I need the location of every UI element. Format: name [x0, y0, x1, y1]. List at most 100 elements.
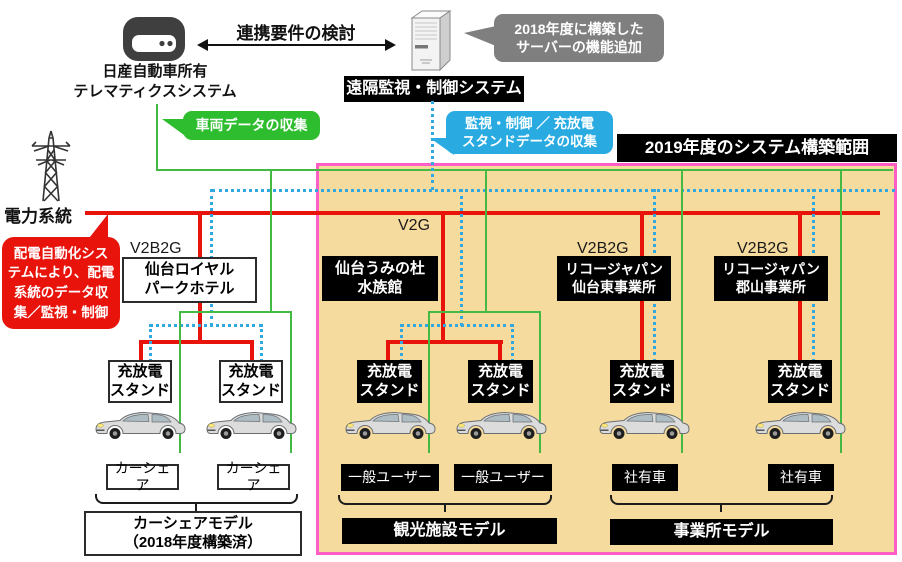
- charge-stand-1: 充放電スタンド: [108, 360, 172, 403]
- monitoring-bubble: 監視・制御 ／ 充放電 スタンドデータの収集: [446, 111, 613, 154]
- charge-stand-2: 充放電スタンド: [219, 360, 283, 403]
- facility-office1-box: リコージャパン 仙台東事業所: [557, 256, 671, 301]
- user-label-carshare-1: カーシェア: [106, 460, 179, 493]
- model-box-carshare: カーシェアモデル （2018年度構築済）: [84, 511, 302, 556]
- facility-hotel-box: 仙台ロイヤル パークホテル: [122, 257, 257, 303]
- vehicle-data-line-aquarium-drop: [485, 169, 487, 313]
- vehicle-data-line-car5-drop: [681, 169, 683, 453]
- bracket-tourism-tick: [444, 504, 446, 512]
- charge-stand-4: 充放電スタンド: [468, 360, 533, 403]
- user-label-carshare-2: カーシェア: [217, 460, 290, 493]
- tech-label-hotel: V2B2G: [130, 240, 182, 257]
- link-arrow-line: [203, 44, 387, 46]
- scope-2019-text: 2019年度のシステム構築範囲: [644, 138, 870, 158]
- server-tower-icon: [406, 8, 456, 74]
- arrow-right-icon: [385, 39, 396, 51]
- facility-office2-line1: リコージャパン: [722, 261, 820, 277]
- car-icon-4: [453, 410, 548, 467]
- stand6-line1: 充放電: [777, 362, 823, 380]
- car-icon-5: [596, 410, 691, 467]
- carshare2-text: カーシェア: [225, 459, 282, 494]
- distribution-note-line4: 集／監視・制御: [13, 304, 109, 320]
- vehicle-data-line-hotel-split: [179, 311, 292, 313]
- monitoring-line-stand3-drop: [400, 324, 403, 362]
- facility-office1-line1: リコージャパン: [565, 261, 663, 277]
- server-note-line1: 2018年度に構築した: [514, 20, 644, 37]
- vehicle-data-line-car6-drop: [840, 169, 842, 453]
- scope-2019-label: 2019年度のシステム構築範囲: [617, 134, 897, 162]
- distribution-note-line1: 配電自動化シス: [13, 245, 109, 261]
- tech-label-office1: V2B2G: [577, 240, 629, 257]
- power-line-stand4-drop: [498, 342, 502, 362]
- stand5-line2: スタンド: [611, 381, 672, 399]
- model-carshare-line2: （2018年度構築済）: [123, 533, 263, 551]
- monitoring-line-main: [212, 189, 895, 192]
- power-line-hotel-split: [139, 340, 254, 344]
- transmission-tower-icon: [24, 130, 78, 202]
- stand6-line2: スタンド: [769, 381, 830, 399]
- arrow-left-icon: [197, 39, 208, 51]
- remote-system-text: 遠隔監視・制御システム: [346, 80, 522, 97]
- facility-hotel-line2: パークホテル: [144, 280, 235, 297]
- stand1-line2: スタンド: [110, 381, 171, 399]
- distribution-note-line2: テムにより、配電: [7, 265, 115, 281]
- user-label-general-1: 一般ユーザー: [341, 464, 439, 491]
- model-carshare-line1: カーシェアモデル: [133, 514, 253, 532]
- model-box-office: 事業所モデル: [610, 519, 833, 545]
- vehicle-data-line-car3-drop: [428, 311, 430, 453]
- monitoring-note-line1: 監視・制御 ／ 充放電: [464, 115, 594, 131]
- monitoring-line-stand4-drop: [511, 324, 514, 362]
- vehicle-data-bubble-tail: [162, 119, 184, 135]
- telematics-owner-line1: 日産自動車所有: [102, 63, 208, 80]
- stand2-line2: スタンド: [221, 381, 282, 399]
- model-office-text: 事業所モデル: [673, 523, 770, 540]
- stand4-line1: 充放電: [477, 362, 523, 380]
- facility-aquarium-line1: 仙台うみの杜: [334, 259, 425, 277]
- power-grid-label: 電力系統: [4, 207, 72, 226]
- facility-office2-line2: 郡山事業所: [736, 278, 806, 295]
- monitoring-line-aquarium-drop: [460, 189, 463, 326]
- vehicle-data-line-aquarium-split: [428, 311, 541, 313]
- monitoring-line-stand2-drop: [260, 324, 263, 362]
- monitoring-note-line2: スタンドデータの収集: [462, 133, 597, 149]
- model-tourism-text: 観光施設モデル: [393, 522, 506, 539]
- vehicle-data-line-car2-drop: [290, 311, 292, 453]
- power-line-stand1-drop: [139, 342, 143, 362]
- power-line-stand2-drop: [250, 342, 254, 362]
- distribution-note-line3: 系統のデータ収: [13, 285, 109, 300]
- stand4-line2: スタンド: [470, 381, 531, 399]
- power-line-main: [85, 211, 880, 215]
- telematics-device-icon: [122, 16, 186, 62]
- car-icon-6: [752, 410, 847, 467]
- server-note-bubble-tail: [464, 26, 496, 46]
- server-note-bubble: 2018年度に構築した サーバーの機能追加: [494, 14, 664, 62]
- vehicle-data-line-car1-drop: [179, 311, 181, 453]
- monitoring-line-aquarium-split: [400, 324, 514, 327]
- charge-stand-5: 充放電スタンド: [610, 360, 674, 403]
- remote-system-label: 遠隔監視・制御システム: [344, 76, 524, 102]
- telematics-system-label: 日産自動車所有 テレマティクスシステム: [35, 62, 275, 102]
- bracket-office-tick: [720, 504, 722, 512]
- general2-text: 一般ユーザー: [461, 468, 545, 485]
- vehicle-data-line-telematics-drop: [156, 104, 158, 170]
- vehicle-data-line-main: [156, 169, 893, 171]
- facility-hotel-line1: 仙台ロイヤル: [144, 261, 235, 279]
- stand3-line2: スタンド: [359, 381, 420, 399]
- general1-text: 一般ユーザー: [348, 468, 432, 485]
- link-arrow-label: 連携要件の検討: [236, 24, 356, 43]
- distribution-bubble-tail: [86, 214, 108, 242]
- distribution-bubble: 配電自動化シス テムにより、配電 系統のデータ収 集／監視・制御: [2, 237, 120, 329]
- model-box-tourism: 観光施設モデル: [342, 518, 557, 544]
- facility-aquarium-line2: 水族館: [357, 278, 403, 296]
- vehicle-data-bubble: 車両データの収集: [183, 111, 320, 140]
- stand1-line1: 充放電: [117, 362, 163, 380]
- car-icon-2: [203, 410, 298, 467]
- power-line-stand3-drop: [386, 342, 390, 362]
- tech-label-aquarium: V2G: [398, 217, 431, 234]
- tech-label-office2: V2B2G: [737, 240, 789, 257]
- facility-aquarium-box: 仙台うみの杜 水族館: [322, 256, 438, 301]
- server-note-line2: サーバーの機能追加: [516, 39, 642, 55]
- company1-text: 社有車: [624, 468, 666, 485]
- company2-text: 社有車: [780, 468, 822, 485]
